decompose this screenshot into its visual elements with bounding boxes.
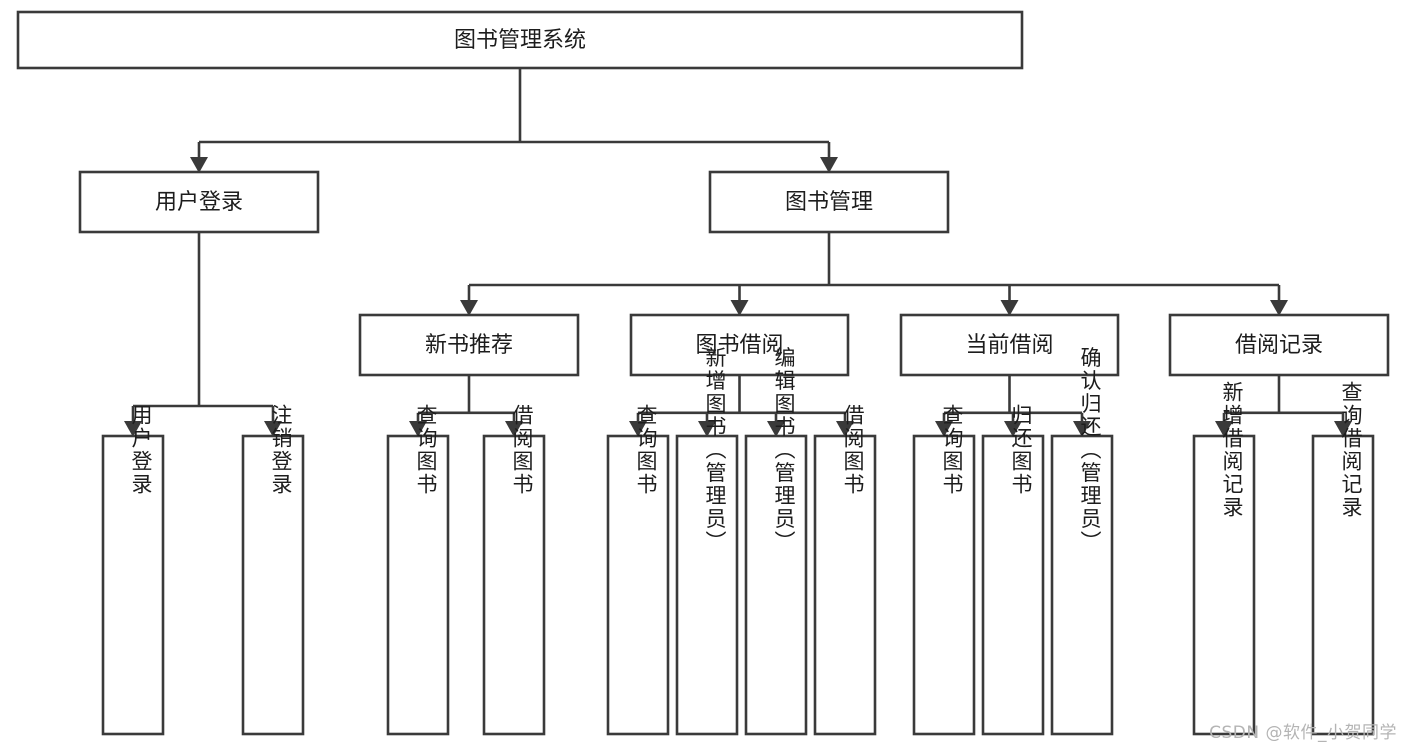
node-box-leaf-return-book [981, 434, 1045, 736]
node-leaf-query-book-1[interactable]: 查询图书 [386, 404, 450, 736]
arrow-head-icon [935, 421, 953, 437]
arrow-head-icon [1000, 300, 1019, 316]
node-label-leaf-query-book-1: 查询图书 [414, 404, 438, 496]
node-label-leaf-edit-book: 编辑图书（管理员） [772, 347, 796, 554]
node-label-user-login: 用户登录 [155, 190, 243, 215]
edge-group-borrow-record [1215, 375, 1352, 437]
node-box-leaf-query-book-3 [912, 434, 976, 736]
node-label-borrow-record: 借阅记录 [1235, 333, 1323, 358]
node-current-borrow[interactable]: 当前借阅 [899, 313, 1120, 377]
node-box-leaf-query-book-1 [386, 434, 450, 736]
node-box-leaf-confirm-return [1050, 434, 1114, 736]
node-label-leaf-borrow-book-1: 借阅图书 [510, 404, 534, 496]
arrow-head-icon [629, 421, 647, 437]
node-leaf-add-record[interactable]: 新增借阅记录 [1192, 381, 1256, 736]
arrow-head-icon [124, 421, 142, 437]
node-label-root: 图书管理系统 [454, 28, 586, 53]
arrow-head-icon [730, 300, 749, 316]
edge-group-book-manage [460, 232, 1288, 316]
node-box-borrow-record [1168, 313, 1390, 377]
edge-group-current-borrow [935, 375, 1091, 437]
node-box-current-borrow [899, 313, 1120, 377]
arrow-head-icon [836, 421, 854, 437]
node-label-book-borrow: 图书借阅 [695, 333, 783, 358]
node-book-manage[interactable]: 图书管理 [708, 170, 950, 234]
node-label-new-book-rec: 新书推荐 [425, 333, 513, 358]
node-box-user-login [78, 170, 320, 234]
node-leaf-borrow-book-2[interactable]: 借阅图书 [813, 404, 877, 736]
arrow-head-icon [1004, 421, 1022, 437]
node-box-leaf-query-book-2 [606, 434, 670, 736]
arrow-head-icon [767, 421, 785, 437]
node-user-login[interactable]: 用户登录 [78, 170, 320, 234]
node-label-leaf-return-book: 归还图书 [1009, 404, 1033, 496]
node-box-leaf-query-record [1311, 434, 1375, 736]
node-box-leaf-borrow-book-1 [482, 434, 546, 736]
arrow-head-icon [698, 421, 716, 437]
node-label-leaf-query-book-3: 查询图书 [940, 404, 964, 496]
arrow-head-icon [264, 421, 282, 437]
node-leaf-add-book[interactable]: 新增图书（管理员） [675, 347, 739, 736]
node-leaf-logout-login[interactable]: 注销登录 [241, 404, 305, 736]
node-leaf-return-book[interactable]: 归还图书 [981, 404, 1045, 736]
node-box-root [16, 10, 1024, 70]
node-label-leaf-query-book-2: 查询图书 [634, 404, 658, 496]
arrow-head-icon [1073, 421, 1091, 437]
node-root[interactable]: 图书管理系统 [16, 10, 1024, 70]
node-box-leaf-logout-login [241, 434, 305, 736]
arrow-head-icon [1334, 421, 1352, 437]
node-label-leaf-add-book: 新增图书（管理员） [703, 347, 727, 554]
edge-group-root [190, 68, 838, 173]
node-leaf-confirm-return[interactable]: 确认归还（管理员） [1050, 347, 1114, 736]
node-label-leaf-borrow-book-2: 借阅图书 [841, 404, 865, 496]
arrow-head-icon [1270, 300, 1288, 316]
node-box-leaf-edit-book [744, 434, 808, 736]
node-label-current-borrow: 当前借阅 [965, 333, 1053, 358]
arrow-head-icon [409, 421, 427, 437]
edge-layer [124, 68, 1352, 437]
node-box-leaf-add-book [675, 434, 739, 736]
node-borrow-record[interactable]: 借阅记录 [1168, 313, 1390, 377]
edge-group-user-login [124, 232, 282, 437]
node-box-new-book-rec [358, 313, 580, 377]
node-new-book-rec[interactable]: 新书推荐 [358, 313, 580, 377]
arrow-head-icon [190, 157, 208, 173]
node-leaf-borrow-book-1[interactable]: 借阅图书 [482, 404, 546, 736]
node-leaf-query-book-3[interactable]: 查询图书 [912, 404, 976, 736]
node-box-book-borrow [629, 313, 850, 377]
arrow-head-icon [820, 157, 838, 173]
node-box-leaf-add-record [1192, 434, 1256, 736]
node-label-leaf-logout-login: 注销登录 [269, 404, 293, 496]
watermark-label: CSDN @软件_小贺同学 [1209, 723, 1397, 743]
node-leaf-query-record[interactable]: 查询借阅记录 [1311, 381, 1375, 736]
node-label-leaf-confirm-return: 确认归还（管理员） [1078, 347, 1102, 554]
node-leaf-user-login[interactable]: 用户登录 [101, 404, 165, 736]
node-label-leaf-user-login: 用户登录 [129, 404, 153, 496]
node-box-leaf-user-login [101, 434, 165, 736]
node-box-book-manage [708, 170, 950, 234]
node-box-leaf-borrow-book-2 [813, 434, 877, 736]
node-layer: 图书管理系统用户登录图书管理新书推荐图书借阅当前借阅借阅记录用户登录注销登录查询… [16, 10, 1390, 736]
node-leaf-query-book-2[interactable]: 查询图书 [606, 404, 670, 736]
node-label-leaf-add-record: 新增借阅记录 [1220, 381, 1244, 519]
node-label-book-manage: 图书管理 [785, 190, 873, 215]
node-book-borrow[interactable]: 图书借阅 [629, 313, 850, 377]
node-leaf-edit-book[interactable]: 编辑图书（管理员） [744, 347, 808, 736]
edge-group-book-borrow [629, 375, 854, 437]
arrow-head-icon [505, 421, 523, 437]
node-label-leaf-query-record: 查询借阅记录 [1339, 381, 1363, 519]
arrow-head-icon [1215, 421, 1233, 437]
edge-group-new-book-rec [409, 375, 523, 437]
arrow-head-icon [460, 300, 478, 316]
